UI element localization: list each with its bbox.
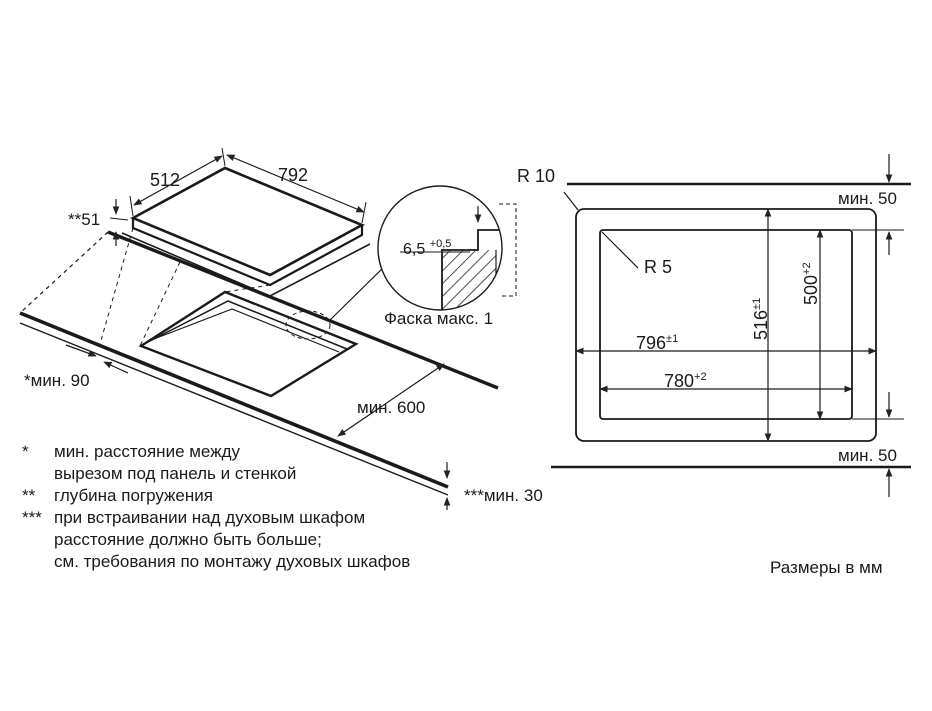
inner-depth-value: 500 — [801, 274, 821, 305]
immersion-label: **51 — [68, 210, 100, 230]
footnote-line: вырезом под панель и стенкой — [22, 463, 296, 485]
bevel-tolerance: +0,5 — [429, 238, 452, 250]
outer-width-value: 796 — [636, 333, 667, 353]
wall-gap-label: *мин. 90 — [24, 371, 90, 391]
outer-radius-label: R 10 — [517, 166, 556, 186]
footnote-mark: *** — [22, 508, 42, 527]
immersion-marks: ** — [68, 210, 82, 229]
worktop-cutout — [138, 290, 359, 398]
hob-width-label: 792 — [278, 165, 309, 185]
outer-depth-label: 516±1 — [747, 298, 771, 340]
below-gap-marks: *** — [464, 486, 484, 505]
bevel-detail — [377, 185, 517, 311]
outer-depth-tol: ±1 — [751, 297, 763, 310]
outer-depth-value: 516 — [751, 309, 771, 340]
footnote-line: * мин. расстояние между — [22, 441, 240, 463]
cutout-inner-wall — [147, 300, 348, 350]
wall-gap-marks: * — [24, 371, 31, 390]
wall-gap-value: мин. 90 — [30, 371, 90, 390]
top-gap-label: мин. 50 — [838, 189, 897, 208]
footnote-text: глубина погружения — [54, 486, 213, 505]
below-gap-label: ***мин. 30 — [464, 486, 543, 506]
immersion-value: 51 — [81, 210, 101, 229]
inner-depth-tol: +2 — [801, 262, 813, 275]
footnote-text: мин. расстояние между — [54, 442, 240, 461]
cutout-plan — [551, 154, 911, 497]
inner-depth-label: 500+2 — [797, 262, 821, 305]
worktop-left-link — [19, 231, 109, 314]
footnote-line: см. требования по монтажу духовых шкафов — [22, 551, 410, 573]
bevel-value-label: 6,5 +0,5 — [403, 234, 451, 260]
inner-radius-label: R 5 — [644, 257, 673, 277]
bevel-value: 6,5 — [403, 241, 426, 258]
footnote-line: расстояние должно быть больше; — [22, 529, 322, 551]
outer-width-tol: ±1 — [666, 333, 679, 345]
footnote-line: *** при встраивании над духовым шкафом — [22, 507, 365, 529]
footnote-text: вырезом под панель и стенкой — [54, 464, 297, 483]
bottom-gap-label: мин. 50 — [838, 446, 897, 465]
inner-width-label: 780+2 — [664, 367, 707, 391]
bevel-caption: Фаска макс. 1 — [384, 309, 494, 328]
footnote-text: при встраивании над духовым шкафом — [54, 508, 366, 527]
outer-cutout — [575, 208, 877, 442]
units-caption: Размеры в мм — [770, 558, 883, 577]
inner-width-tol: +2 — [694, 371, 707, 383]
outer-width-label: 796±1 — [636, 329, 678, 353]
hob-perspective — [19, 147, 499, 510]
footnote-mark: * — [22, 442, 29, 461]
cutout-inner-wall-2 — [153, 308, 340, 353]
below-gap-value: мин. 30 — [483, 486, 543, 505]
footnote-mark: ** — [22, 486, 36, 505]
footnote-text: см. требования по монтажу духовых шкафов — [54, 552, 411, 571]
worktop-front-edge — [19, 311, 449, 489]
hob-depth-label: 512 — [150, 170, 181, 190]
inner-cutout — [599, 229, 853, 420]
footnote-line: ** глубина погружения — [22, 485, 213, 507]
worktop-back-edge — [107, 230, 499, 390]
inner-width-value: 780 — [664, 371, 695, 391]
footnote-text: расстояние должно быть больше; — [54, 530, 322, 549]
front-gap-label: мин. 600 — [357, 398, 426, 417]
